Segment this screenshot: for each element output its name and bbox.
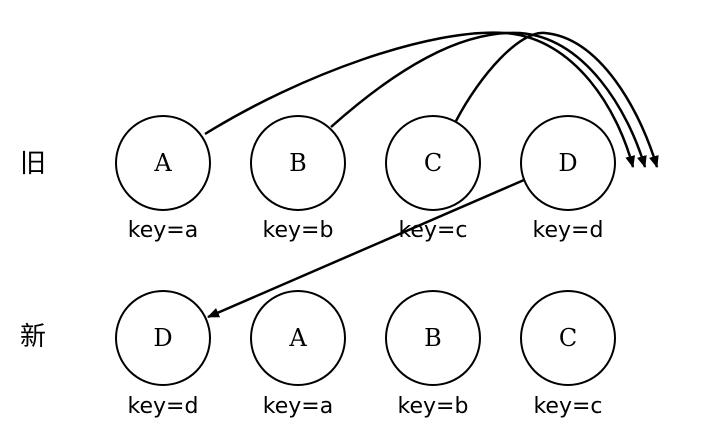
row-label-old: 旧 <box>20 149 47 179</box>
row-label-new: 新 <box>20 322 47 352</box>
key-label-old-b: key=b <box>262 218 334 243</box>
key-label-new-c: key=c <box>533 394 603 419</box>
node-new-c: C <box>520 290 616 386</box>
arrow-b-to-end <box>330 31 647 168</box>
key-label-new-a: key=a <box>262 394 334 419</box>
node-old-a: A <box>115 115 211 211</box>
node-old-b: B <box>250 115 346 211</box>
key-label-old-a: key=a <box>127 218 199 243</box>
node-new-a: A <box>250 290 346 386</box>
node-new-d: D <box>115 290 211 386</box>
arrow-c-to-end <box>454 31 659 168</box>
node-old-d: D <box>520 115 616 211</box>
arrow-a-to-end <box>204 31 636 168</box>
arrow-d-to-new-d <box>207 178 525 319</box>
key-label-old-c: key=c <box>398 218 468 243</box>
node-new-b: B <box>385 290 481 386</box>
key-label-new-b: key=b <box>397 394 469 419</box>
key-label-new-d: key=d <box>127 394 199 419</box>
key-label-old-d: key=d <box>532 218 604 243</box>
node-old-c: C <box>385 115 481 211</box>
